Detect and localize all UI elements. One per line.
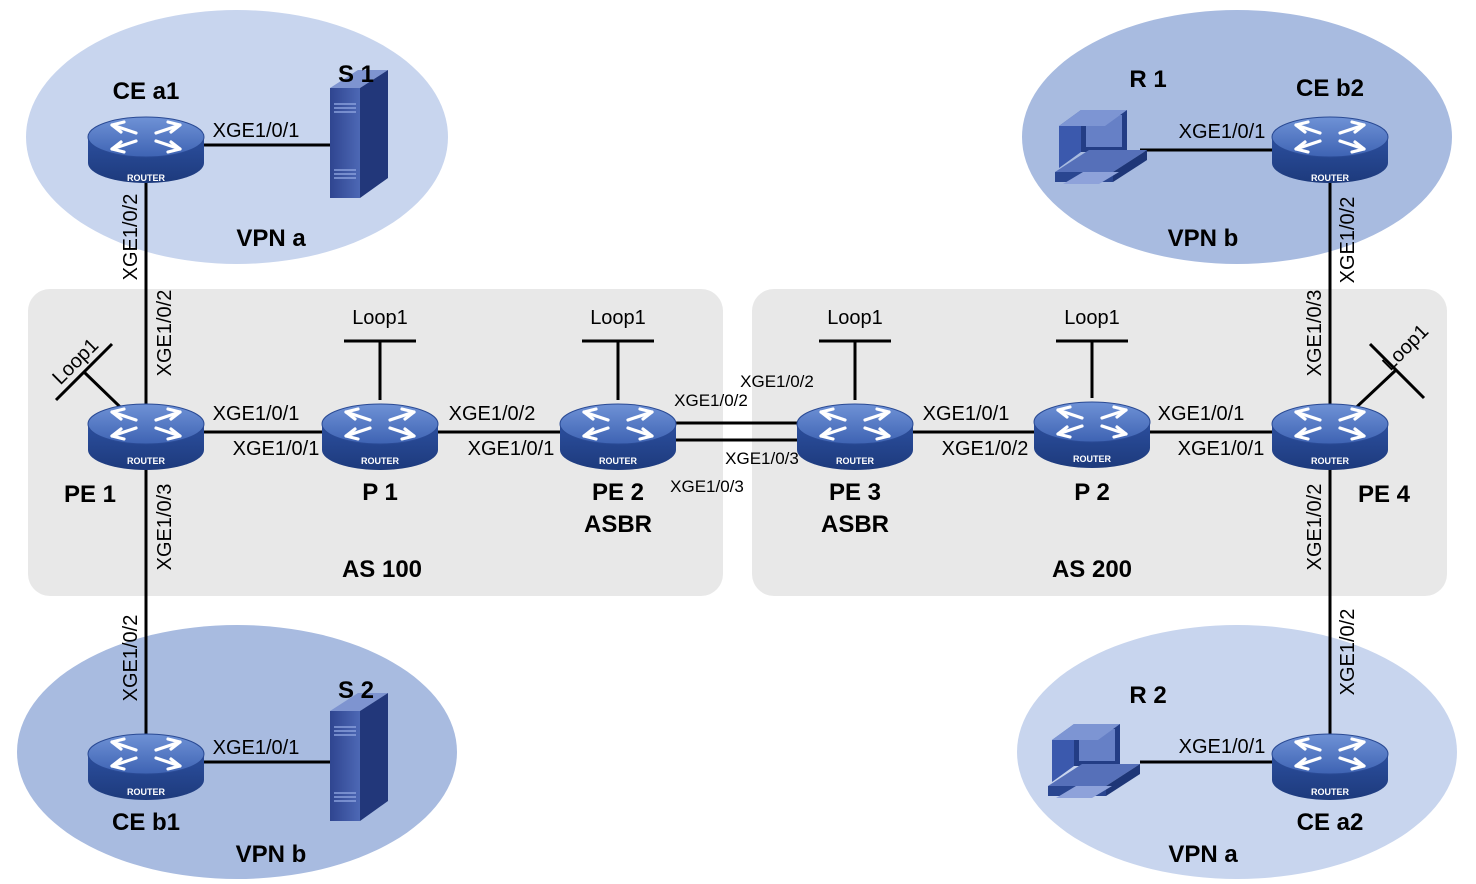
if-cea1-s1: XGE1/0/1 xyxy=(213,120,300,142)
if-pe4-up: XGE1/0/3 xyxy=(1304,290,1326,377)
if-p2-left: XGE1/0/2 xyxy=(942,438,1029,460)
router-pe1[interactable]: ROUTER xyxy=(86,402,206,472)
router-ce-b1[interactable]: ROUTER xyxy=(86,732,206,802)
label-s2: S 2 xyxy=(338,677,374,704)
if-pe2-bottom: XGE1/0/3 xyxy=(670,477,744,496)
if-r1-ceb2: XGE1/0/1 xyxy=(1179,121,1266,143)
router-text: ROUTER xyxy=(127,787,166,797)
label-vpn-b-top: VPN b xyxy=(1168,225,1239,252)
if-pe1-down: XGE1/0/3 xyxy=(154,484,176,571)
server-s2[interactable] xyxy=(329,692,389,822)
if-p1-left: XGE1/0/1 xyxy=(233,438,320,460)
if-pe3-bottom: XGE1/0/3 xyxy=(725,449,799,468)
label-loop-pe2: Loop1 xyxy=(590,307,646,329)
label-ce-a1: CE a1 xyxy=(113,78,180,105)
router-pe4[interactable]: ROUTER xyxy=(1270,402,1390,472)
label-ce-b2: CE b2 xyxy=(1296,75,1364,102)
router-text: ROUTER xyxy=(1311,787,1350,797)
if-pe3-right: XGE1/0/1 xyxy=(923,403,1010,425)
router-ce-a2[interactable]: ROUTER xyxy=(1270,732,1390,802)
vpn-a-site-top xyxy=(26,10,448,264)
label-ce-a2: CE a2 xyxy=(1297,809,1364,836)
router-text: ROUTER xyxy=(1311,456,1350,466)
if-ceb2-down: XGE1/0/2 xyxy=(1337,197,1359,284)
label-pe1: PE 1 xyxy=(64,481,116,508)
router-text: ROUTER xyxy=(599,456,638,466)
if-pe1-right: XGE1/0/1 xyxy=(213,403,300,425)
router-text: ROUTER xyxy=(127,173,166,183)
label-r1: R 1 xyxy=(1129,66,1166,93)
server-s1[interactable] xyxy=(329,69,389,199)
router-p2[interactable]: ROUTER xyxy=(1032,400,1152,470)
if-p1-right: XGE1/0/2 xyxy=(449,403,536,425)
if-pe3-top: XGE1/0/2 xyxy=(740,372,814,391)
label-p1: P 1 xyxy=(362,479,398,506)
router-pe2[interactable]: ROUTER xyxy=(558,402,678,472)
label-pe2-role: ASBR xyxy=(584,511,652,538)
label-pe3-role: ASBR xyxy=(821,511,889,538)
if-cea2-up: XGE1/0/2 xyxy=(1337,609,1359,696)
if-pe2-left: XGE1/0/1 xyxy=(468,438,555,460)
label-loop-pe3: Loop1 xyxy=(827,307,883,329)
router-p1[interactable]: ROUTER xyxy=(320,402,440,472)
router-text: ROUTER xyxy=(1073,454,1112,464)
if-p2-right: XGE1/0/1 xyxy=(1158,403,1245,425)
loop-pe1-bar xyxy=(54,342,114,402)
router-text: ROUTER xyxy=(1311,173,1350,183)
vpn-b-site-top xyxy=(1022,10,1452,264)
router-ce-b2[interactable]: ROUTER xyxy=(1270,115,1390,185)
label-vpn-b-bottom: VPN b xyxy=(236,841,307,868)
label-as200: AS 200 xyxy=(1052,556,1132,583)
label-p2: P 2 xyxy=(1074,479,1110,506)
label-ce-b1: CE b1 xyxy=(112,809,180,836)
router-pe3[interactable]: ROUTER xyxy=(795,402,915,472)
if-r2-cea2: XGE1/0/1 xyxy=(1179,736,1266,758)
if-pe4-left: XGE1/0/1 xyxy=(1178,438,1265,460)
label-loop-p1: Loop1 xyxy=(352,307,408,329)
router-text: ROUTER xyxy=(361,456,400,466)
vpn-a-site-bottom xyxy=(1017,625,1457,879)
if-pe4-down: XGE1/0/2 xyxy=(1304,484,1326,571)
label-vpn-a-bottom: VPN a xyxy=(1168,841,1238,868)
label-vpn-a-top: VPN a xyxy=(236,225,306,252)
label-pe2: PE 2 xyxy=(592,479,644,506)
label-pe4: PE 4 xyxy=(1358,481,1411,508)
label-r2: R 2 xyxy=(1129,682,1166,709)
router-text: ROUTER xyxy=(127,456,166,466)
if-pe2-top: XGE1/0/2 xyxy=(674,391,748,410)
router-ce-a1[interactable]: ROUTER xyxy=(86,115,206,185)
label-loop-p2: Loop1 xyxy=(1064,307,1120,329)
loop-pe4-bar xyxy=(1368,342,1426,400)
label-s1: S 1 xyxy=(338,61,374,88)
if-ceb1-s2: XGE1/0/1 xyxy=(213,737,300,759)
router-text: ROUTER xyxy=(836,456,875,466)
if-pe1-up: XGE1/0/2 xyxy=(154,290,176,377)
label-as100: AS 100 xyxy=(342,556,422,583)
if-ceb1-up: XGE1/0/2 xyxy=(120,615,142,702)
label-pe3: PE 3 xyxy=(829,479,881,506)
if-cea1-down: XGE1/0/2 xyxy=(120,194,142,281)
